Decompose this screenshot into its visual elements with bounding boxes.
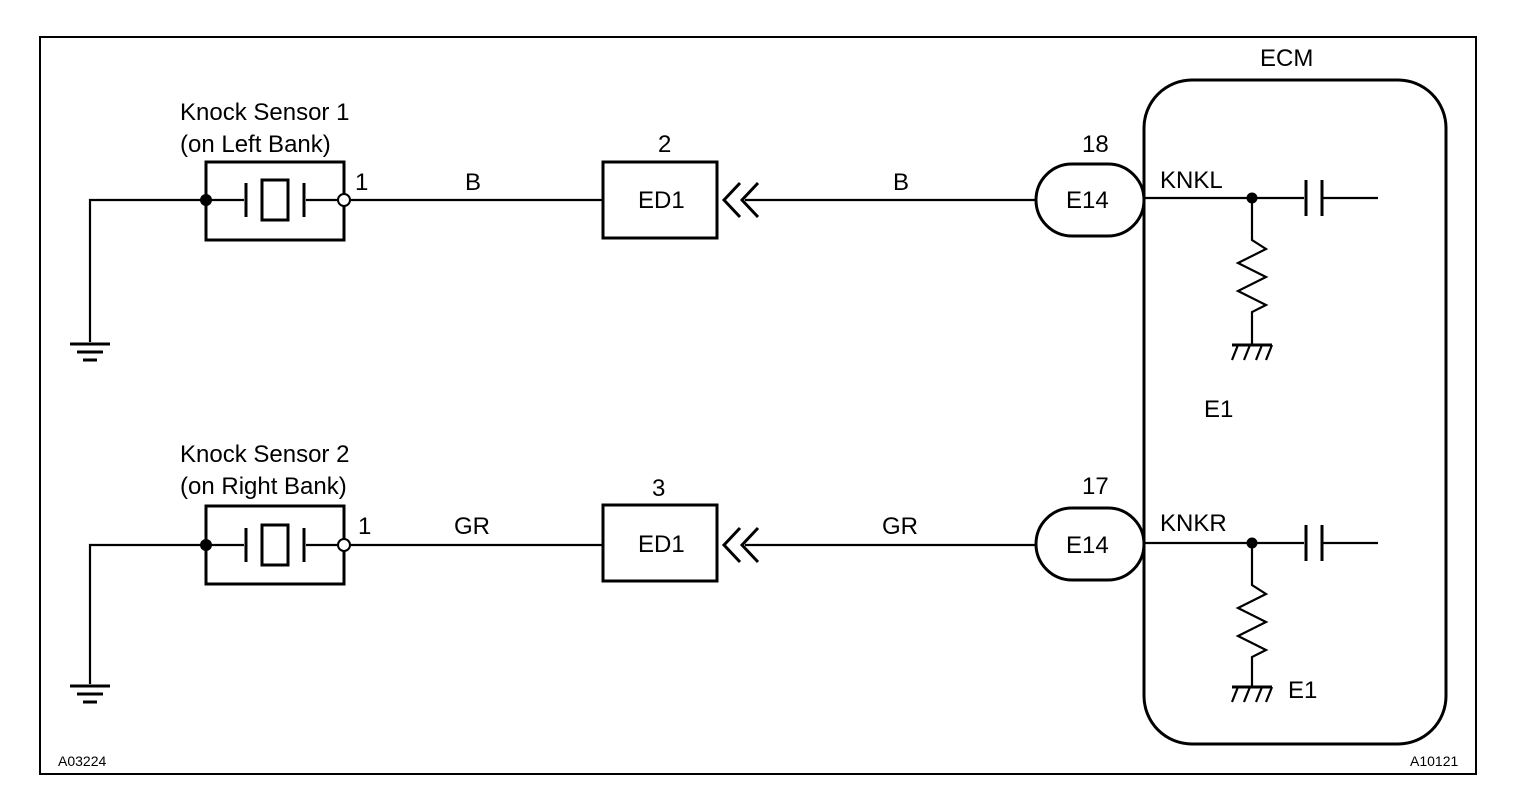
knock-sensor-1-subtitle: (on Left Bank): [180, 131, 331, 158]
knock-sensor-2-title: Knock Sensor 2: [180, 441, 349, 468]
knock-sensor-1-pin: 1: [355, 169, 368, 196]
ecm-knkl-circuit: [1144, 180, 1378, 361]
ground-symbol-bottom: [70, 543, 206, 704]
ecm-knkr-circuit: [1144, 525, 1378, 703]
connector-ed1-bottom: [601, 503, 719, 583]
ecm-label: ECM: [1260, 45, 1313, 72]
ecm-box: [1142, 78, 1448, 746]
knock-sensor-2: [200, 504, 351, 586]
wire-color-top-right: B: [893, 169, 909, 196]
wire-color-bottom-right: GR: [882, 513, 918, 540]
knock-sensor-1: [200, 160, 351, 242]
ground-symbol-top: [70, 198, 206, 362]
ecm-e1-middle-label: E1: [1204, 396, 1233, 423]
ecm-knkl-label: KNKL: [1160, 167, 1223, 194]
connector-e14-bottom-pin: 17: [1082, 473, 1109, 500]
connector-arrow-top: [721, 181, 760, 219]
connector-e14-bottom-label: E14: [1066, 532, 1109, 559]
figure-code-left: A03224: [58, 753, 106, 769]
connector-arrow-bottom: [721, 526, 760, 564]
knock-sensor-1-title: Knock Sensor 1: [180, 99, 349, 126]
connector-ed1-top-pin: 2: [658, 131, 671, 158]
ecm-e1-bottom-label: E1: [1288, 677, 1317, 704]
wire-color-top-left: B: [465, 169, 481, 196]
connector-ed1-bottom-pin: 3: [652, 475, 665, 502]
knock-sensor-2-pin: 1: [358, 513, 371, 540]
connector-ed1-bottom-label: ED1: [638, 531, 685, 558]
connector-e14-top-label: E14: [1066, 187, 1109, 214]
wire-color-bottom-left: GR: [454, 513, 490, 540]
figure-code-right: A10121: [1410, 753, 1458, 769]
connector-e14-top-pin: 18: [1082, 131, 1109, 158]
knock-sensor-2-subtitle: (on Right Bank): [180, 473, 347, 500]
connector-ed1-top: [601, 160, 719, 240]
diagram-frame: [39, 36, 1477, 775]
ecm-knkr-label: KNKR: [1160, 510, 1227, 537]
connector-ed1-top-label: ED1: [638, 187, 685, 214]
